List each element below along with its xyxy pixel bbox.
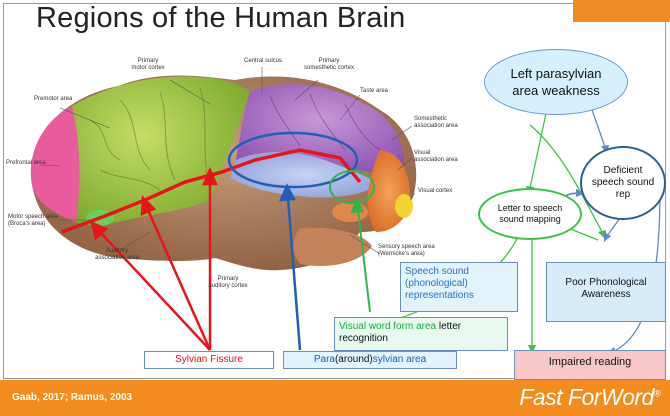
label-central-sulcus: Central sulcus [228, 58, 298, 65]
trademark: ® [654, 388, 660, 398]
label-taste-area: Taste area [360, 88, 410, 95]
label-sensory-speech-area: Sensory speech area (Wernicke's area) [378, 244, 458, 258]
left-parasylvian-node: Left parasylvian area weakness [484, 49, 628, 115]
sylvian-fissure-box: Sylvian Fissure [144, 351, 274, 369]
brand-text: Fast ForWord [519, 384, 654, 410]
label-motor-speech-area: Motor speech area (Broca's area) [8, 214, 78, 228]
fast-forword-logo: Fast ForWord® [519, 384, 660, 411]
label-somesthetic-association-area: Somesthetic association area [414, 116, 474, 130]
label-auditory-association-area: Auditory association area [85, 248, 149, 262]
parasylvian-area-box: Para(around)sylvian area [283, 351, 457, 369]
letter-to-speech-node: Letter to speech sound mapping [478, 188, 582, 240]
speech-sound-box: Speech sound (phonological) representati… [400, 262, 518, 312]
parasylvian-around: (around) [335, 354, 373, 365]
visual-cortex-region [395, 194, 413, 218]
label-premotor-area: Premotor area [34, 96, 104, 103]
footer-citation: Gaab, 2017; Ramus, 2003 [12, 392, 132, 403]
footer-bar: Gaab, 2017; Ramus, 2003 Fast ForWord® [0, 380, 670, 416]
label-visual-association-area: Visual association area [414, 150, 474, 164]
poor-phonological-box: Poor Phonological Awareness [546, 262, 666, 322]
visual-word-form-label: Visual word form area [339, 321, 439, 332]
label-primary-somesthetic-cortex: Primary somesthetic cortex [294, 58, 364, 72]
label-visual-cortex: Visual cortex [418, 188, 478, 195]
visual-word-form-box: Visual word form area letter recognition [334, 317, 508, 351]
parasylvian-prefix: Para [314, 354, 335, 365]
label-prefrontal-area: Prefrontal area [6, 160, 66, 167]
label-primary-auditory-cortex: Primary auditory cortex [196, 276, 260, 290]
parasylvian-suffix: sylvian area [373, 354, 426, 365]
impaired-reading-box: Impaired reading [514, 350, 666, 380]
label-primary-motor-cortex: Primary motor cortex [118, 58, 178, 72]
deficient-speech-node: Deficient speech sound rep [580, 146, 666, 220]
